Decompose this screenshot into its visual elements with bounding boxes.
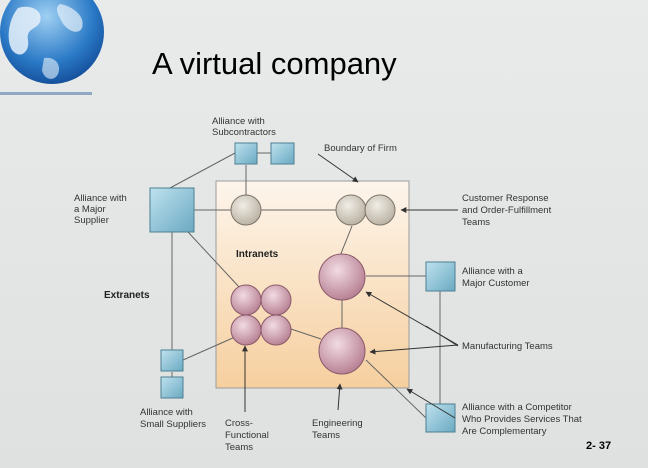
label-customer-response: Customer Response and Order-Fulfillment … bbox=[462, 193, 554, 228]
small-supplier-box-1 bbox=[160, 349, 184, 372]
label-major-supplier: Alliance with a Major Supplier bbox=[74, 193, 129, 226]
label-small-suppliers: Alliance with Small Suppliers bbox=[140, 407, 206, 430]
cross-functional-circle-3 bbox=[230, 314, 262, 346]
customer-response-circle-2 bbox=[364, 194, 396, 226]
connector-lines bbox=[169, 152, 441, 419]
intranet-node-circle bbox=[230, 194, 262, 226]
manufacturing-team-circle bbox=[318, 327, 366, 375]
label-major-customer: Alliance with a Major Customer bbox=[462, 266, 530, 289]
title-underline-bar bbox=[0, 92, 92, 95]
customer-response-circle-1 bbox=[335, 194, 367, 226]
globe-icon bbox=[0, 0, 104, 84]
slide-title: A virtual company bbox=[152, 46, 397, 81]
arrows bbox=[242, 153, 459, 412]
competitor-box bbox=[425, 403, 456, 433]
label-subcontractors: Alliance with Subcontractors bbox=[212, 116, 276, 138]
major-supplier-box bbox=[149, 187, 195, 233]
cross-functional-circle-1 bbox=[230, 284, 262, 316]
competitor-arrow bbox=[406, 388, 456, 419]
subcontractor-box-2 bbox=[270, 142, 295, 165]
label-cross-functional: Cross- Functional Teams bbox=[225, 418, 271, 453]
cross-functional-circle-2 bbox=[260, 284, 292, 316]
cross-functional-circle-4 bbox=[260, 314, 292, 346]
extranets-label: Extranets bbox=[104, 290, 150, 301]
label-manufacturing: Manufacturing Teams bbox=[462, 341, 553, 352]
label-competitor: Alliance with a Competitor Who Provides … bbox=[462, 402, 584, 437]
small-supplier-box-2 bbox=[160, 376, 184, 399]
label-engineering: Engineering Teams bbox=[312, 418, 365, 441]
page-number: 2- 37 bbox=[586, 440, 612, 452]
major-customer-team-circle bbox=[318, 253, 366, 301]
intranets-label: Intranets bbox=[236, 249, 279, 260]
boundary-of-firm-label: Boundary of Firm bbox=[324, 143, 397, 154]
subcontractor-box-1 bbox=[234, 142, 258, 165]
major-customer-box bbox=[425, 261, 456, 292]
